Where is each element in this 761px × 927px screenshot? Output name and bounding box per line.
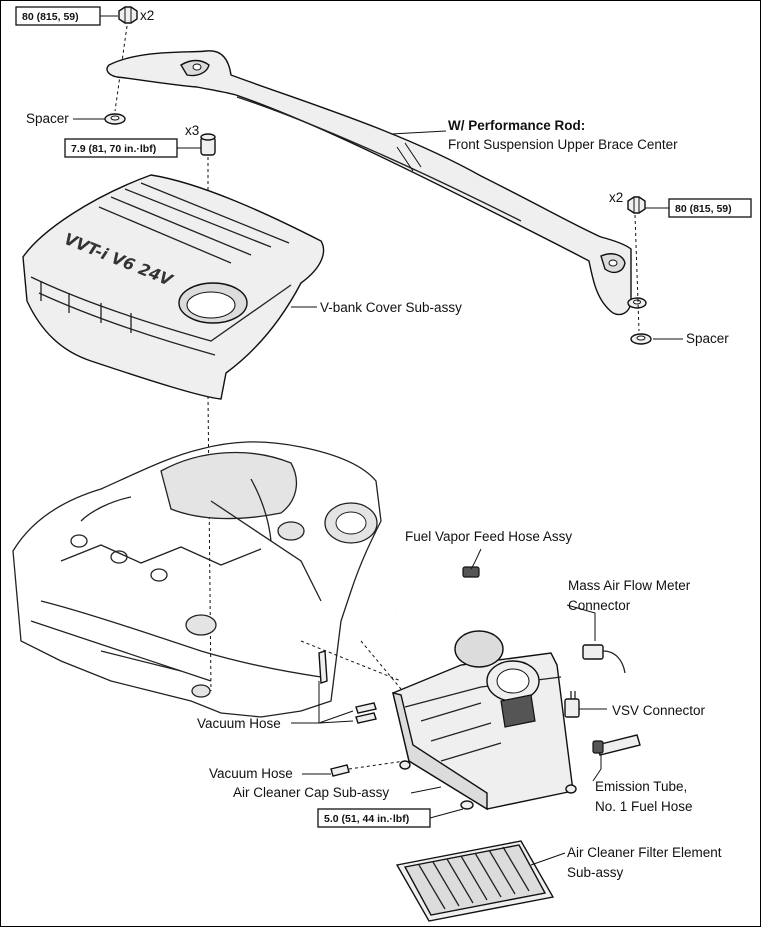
- engine-assembly: [12, 441, 382, 718]
- cover-nut-icon: [200, 133, 216, 156]
- vacuum-hose-lower-icon: [330, 764, 350, 777]
- qty-right: x2: [609, 190, 623, 205]
- maf-connector-label-line1: Mass Air Flow Meter: [568, 578, 691, 593]
- spacer-right-label: Spacer: [686, 331, 729, 346]
- emission-tube-label-line1: Emission Tube,: [595, 779, 687, 794]
- svg-text:7.9 (81, 70 in.·lbf): 7.9 (81, 70 in.·lbf): [71, 143, 156, 155]
- vsv-connector-icon: [564, 691, 580, 718]
- v-bank-cover-label: V-bank Cover Sub-assy: [320, 300, 462, 315]
- torque-box-right: 80 (815, 59): [668, 198, 752, 218]
- vacuum-hose-upper-label: Vacuum Hose: [197, 716, 281, 731]
- brace-nut-left-icon: [118, 6, 138, 24]
- filter-element-label-line2: Sub-assy: [567, 865, 624, 880]
- torque-box-cover-nut: 7.9 (81, 70 in.·lbf): [64, 138, 178, 158]
- emission-tube-icon: [592, 734, 641, 756]
- filter-element-label-line1: Air Cleaner Filter Element: [567, 845, 722, 860]
- air-cleaner-assembly: [392, 630, 577, 811]
- vsv-connector-label: VSV Connector: [612, 703, 706, 718]
- torque-box-air-cleaner: 5.0 (51, 44 in.·lbf): [317, 808, 431, 828]
- torque-box-top-left: 80 (815, 59): [15, 6, 101, 26]
- qty-top-left: x2: [140, 8, 154, 23]
- maf-connector-label-line2: Connector: [568, 598, 631, 613]
- v-bank-cover: VVT-i V6 24V: [22, 174, 325, 400]
- fuel-vapor-feed-hose: [394, 566, 562, 615]
- svg-text:5.0 (51, 44 in.·lbf): 5.0 (51, 44 in.·lbf): [324, 813, 409, 825]
- brace-center-label: Front Suspension Upper Brace Center: [448, 137, 678, 152]
- spacer-left-label: Spacer: [26, 111, 69, 126]
- fuel-vapor-hose-label: Fuel Vapor Feed Hose Assy: [405, 529, 572, 544]
- suspension-brace: [106, 50, 647, 316]
- maf-connector-icon: [582, 644, 626, 674]
- air-cleaner-cap-label: Air Cleaner Cap Sub-assy: [233, 785, 389, 800]
- vacuum-hose-lower-label: Vacuum Hose: [209, 766, 293, 781]
- qty-cover-nut: x3: [185, 123, 199, 138]
- performance-rod-label: W/ Performance Rod:: [448, 118, 585, 133]
- svg-text:80 (815, 59): 80 (815, 59): [22, 11, 79, 23]
- svg-text:80 (815, 59): 80 (815, 59): [675, 203, 732, 215]
- vacuum-hose-upper-icon: [318, 650, 377, 724]
- emission-tube-label-line2: No. 1 Fuel Hose: [595, 799, 693, 814]
- brace-nut-right-icon: [627, 196, 646, 214]
- air-filter-element-icon: [395, 840, 555, 922]
